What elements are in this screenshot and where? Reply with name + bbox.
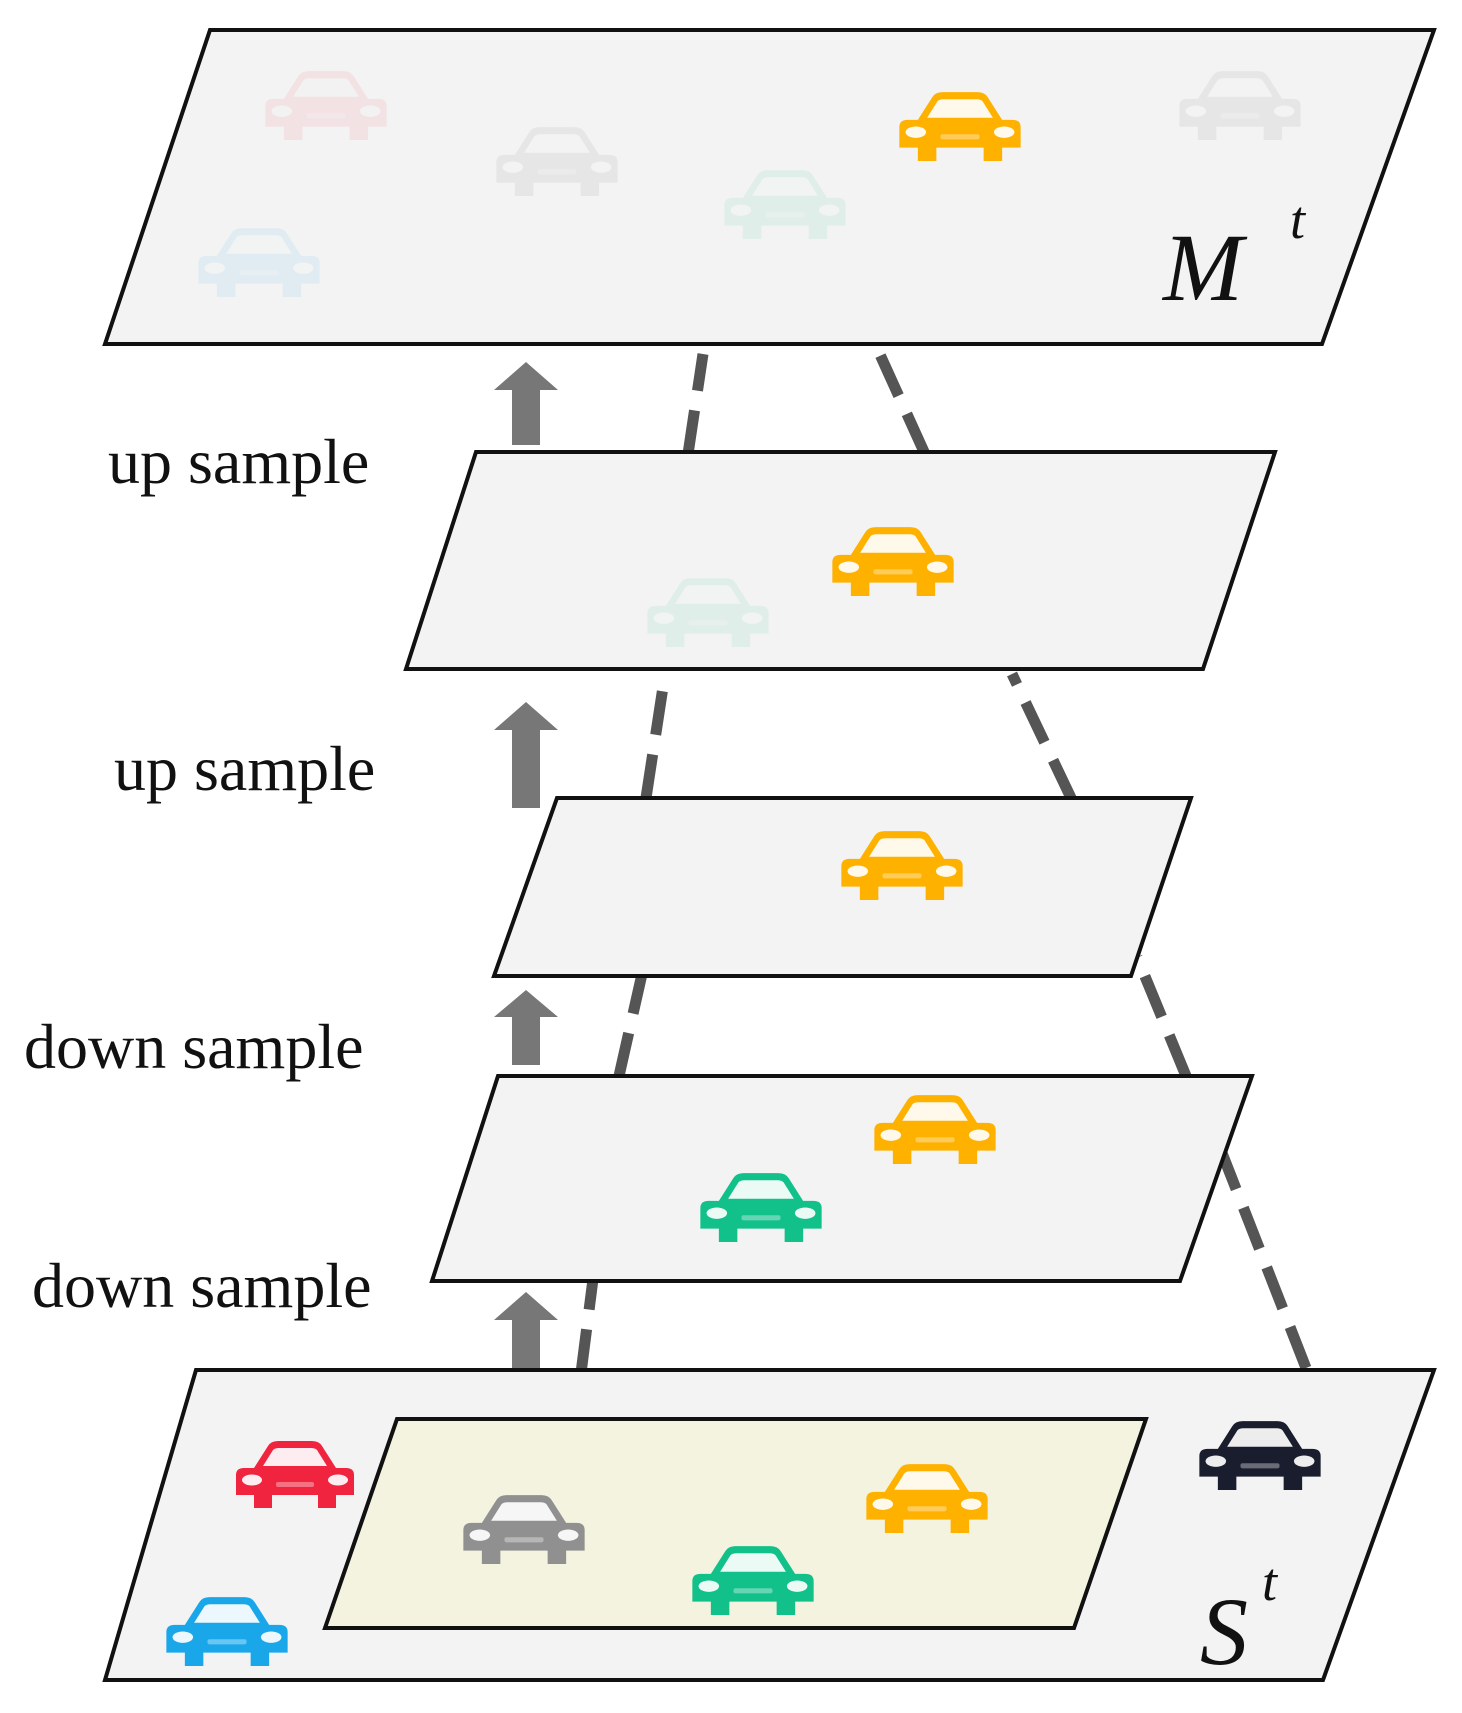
bottleneck-plane xyxy=(491,796,1194,978)
scene-plane-bottom: S t xyxy=(102,1368,1437,1685)
step-label-upsample: up sample xyxy=(108,426,369,497)
upsample-plane xyxy=(403,450,1278,671)
downsample-plane xyxy=(429,1074,1255,1283)
dashed-link xyxy=(1207,1127,1312,1371)
flow-arrows xyxy=(494,362,558,1372)
dashed-link xyxy=(1007,671,1077,803)
step-label-upsample: up sample xyxy=(114,733,375,804)
scene-label-main: S xyxy=(1200,1578,1248,1685)
memory-label: M t xyxy=(1161,190,1307,321)
up-arrow-icon xyxy=(494,990,558,1065)
up-arrow-icon xyxy=(494,702,558,808)
memory-label-main: M xyxy=(1161,214,1248,321)
dashed-link xyxy=(613,972,648,1078)
up-arrow-icon xyxy=(494,362,558,445)
step-labels: up sample up sample down sample down sam… xyxy=(24,426,375,1321)
dashed-link xyxy=(871,345,931,457)
step-label-downsample: down sample xyxy=(32,1250,372,1321)
memory-label-sup: t xyxy=(1290,190,1307,250)
scene-label: S t xyxy=(1200,1552,1279,1685)
dashed-link xyxy=(682,353,709,455)
memory-plane-top: M t xyxy=(102,28,1437,346)
step-label-downsample: down sample xyxy=(24,1011,364,1082)
dashed-link xyxy=(640,686,669,799)
up-arrow-icon xyxy=(494,1292,558,1372)
dashed-link xyxy=(1131,954,1192,1079)
scene-label-sup: t xyxy=(1262,1552,1279,1612)
